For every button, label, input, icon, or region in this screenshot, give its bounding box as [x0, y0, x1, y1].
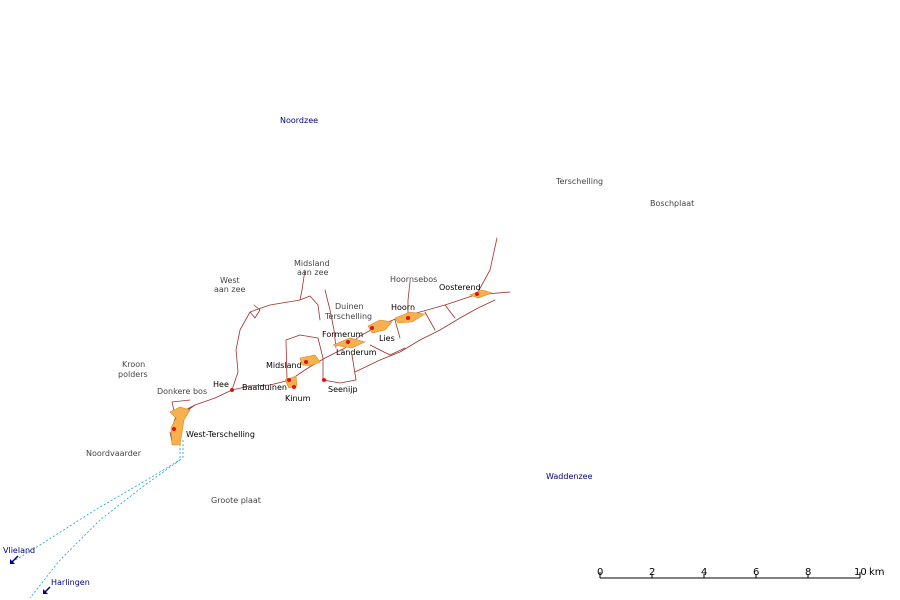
scale-tick-10: 10 [854, 567, 867, 578]
town-area-formerum [367, 319, 393, 334]
town-area-midsland [299, 354, 321, 367]
dune-road [231, 295, 321, 391]
scale-unit: km [869, 567, 885, 578]
ferry-route-vlieland [11, 440, 184, 563]
ferry-routes [11, 440, 184, 599]
label-terschelling: Terschelling [555, 177, 603, 186]
arrow-down-left-icon [10, 555, 19, 564]
town-dots [172, 292, 479, 431]
label-midsland-aan-zee-2: aan zee [297, 268, 329, 277]
label-harlingen: Harlingen [51, 578, 90, 587]
label-landerum: Landerum [336, 348, 377, 357]
label-kroon-polders-1: Kroon [122, 360, 145, 369]
ferry-destination-vlieland: Vlieland [3, 546, 35, 564]
dot-lies [370, 326, 374, 330]
loop-road-midsland [285, 334, 357, 384]
dot-hoorn [406, 316, 410, 320]
label-west-aan-zee-2: aan zee [214, 285, 246, 294]
scale-tick-8: 8 [805, 567, 811, 578]
dot-landerum [346, 340, 350, 344]
label-formerum: Formerum [322, 330, 363, 339]
label-west-terschelling: West-Terschelling [186, 430, 255, 439]
scale-tick-2: 2 [649, 567, 655, 578]
label-donkere-bos: Donkere bos [157, 387, 207, 396]
label-vlieland: Vlieland [3, 546, 35, 555]
label-duinen-terschelling-2: Terschelling [324, 312, 372, 321]
scale-bar: 0 2 4 6 8 10 km [597, 567, 885, 579]
dot-hee [230, 388, 234, 392]
hoorn-north-road [407, 281, 411, 319]
label-lies: Lies [379, 334, 395, 343]
south-road [369, 344, 406, 356]
dot-seenijp [322, 378, 326, 382]
dot-west-terschelling [172, 427, 176, 431]
label-kinum: Kinum [285, 394, 311, 403]
label-hoornsebos: Hoornsebos [390, 275, 437, 284]
dot-oosterend [475, 292, 479, 296]
label-hee: Hee [213, 380, 229, 389]
dot-baaiduinen [287, 378, 291, 382]
oosterend-north-road [477, 237, 498, 293]
town-area-oosterend [469, 289, 493, 299]
label-seenijp: Seenijp [328, 385, 358, 394]
ferry-route-harlingen [29, 440, 181, 599]
beach-road-midsland [324, 289, 337, 349]
dot-kinum [292, 385, 296, 389]
ferry-destination-harlingen: Harlingen [43, 578, 90, 594]
north-road [299, 269, 306, 301]
town-area-west-terschelling [169, 406, 191, 446]
side-roads [171, 304, 456, 416]
arrow-down-left-icon [43, 586, 51, 594]
label-waddenzee: Waddenzee [546, 472, 593, 481]
scale-tick-6: 6 [753, 567, 759, 578]
label-hoorn: Hoorn [391, 303, 415, 312]
label-midsland: Midsland [266, 361, 302, 370]
road-network [169, 237, 511, 443]
town-area-hoorn [394, 311, 426, 324]
polder-road [354, 299, 496, 373]
label-duinen-terschelling-1: Duinen [335, 302, 364, 311]
label-noordzee: Noordzee [280, 116, 318, 125]
label-boschplaat: Boschplaat [650, 199, 694, 208]
scale-tick-4: 4 [701, 567, 707, 578]
label-baaiduinen: Baaiduinen [242, 383, 287, 392]
dot-midsland [304, 360, 308, 364]
label-midsland-aan-zee-1: Midsland [294, 259, 330, 268]
label-west-aan-zee-1: West [220, 276, 240, 285]
label-groote-plaat: Groote plaat [211, 496, 261, 505]
label-noordvaarder: Noordvaarder [86, 449, 142, 458]
label-kroon-polders-2: polders [118, 370, 148, 379]
label-oosterend: Oosterend [439, 283, 481, 292]
scale-tick-0: 0 [597, 567, 603, 578]
